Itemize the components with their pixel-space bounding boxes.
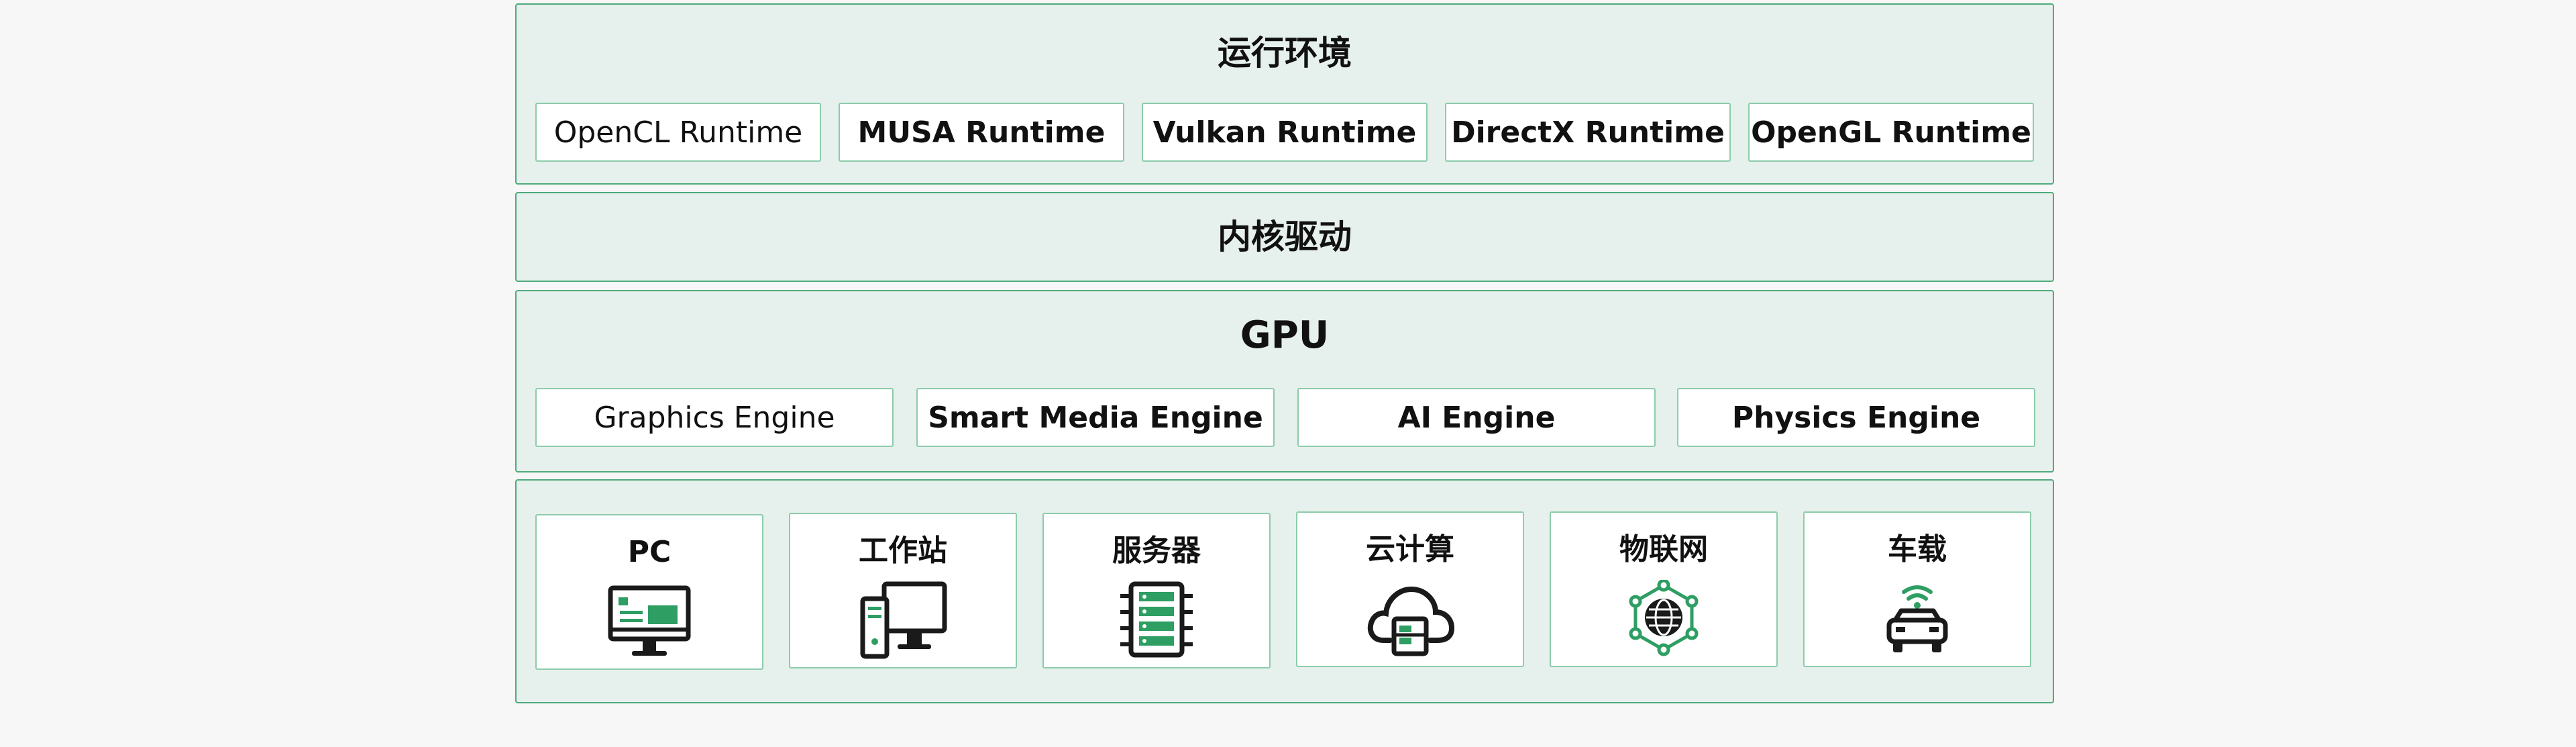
server-icon [1120,581,1193,658]
application-label: PC [627,535,672,569]
gpu-layer: GPU Graphics Engine Smart Media Engine A… [515,290,2054,472]
applications-layer: PC 工作站 [515,479,2054,703]
runtime-layer-title: 运行环境 [1218,34,1352,72]
engine-chip-smart-media: Smart Media Engine [916,388,1275,447]
architecture-diagram: 运行环境 OpenCL Runtime MUSA Runtime Vulkan … [515,0,2054,747]
engine-chip-graphics: Graphics Engine [535,388,894,447]
application-label: 工作站 [859,534,947,568]
application-tile-cloud: 云计算 [1296,511,1524,667]
kernel-driver-title: 内核驱动 [1218,217,1352,256]
iot-icon [1629,580,1699,656]
workstation-icon [860,581,947,659]
application-label: 物联网 [1619,532,1708,566]
runtime-chip-opengl: OpenGL Runtime [1748,103,2034,162]
engine-chip-physics: Physics Engine [1677,388,2035,447]
application-tile-iot: 物联网 [1550,511,1778,667]
application-tile-vehicle: 车载 [1803,511,2031,667]
cloud-icon [1367,586,1455,656]
application-label: 云计算 [1366,532,1454,566]
application-label: 服务器 [1112,534,1201,568]
runtime-chip-opencl: OpenCL Runtime [535,103,821,162]
application-tile-server: 服务器 [1042,513,1271,668]
engine-chip-ai: AI Engine [1297,388,1656,447]
gpu-layer-title: GPU [1240,313,1330,357]
application-label: 车载 [1888,532,1947,566]
runtime-chip-directx: DirectX Runtime [1445,103,1731,162]
monitor-icon [608,585,691,656]
car-icon [1886,585,1948,652]
runtime-chip-vulkan: Vulkan Runtime [1142,103,1428,162]
runtime-chip-musa: MUSA Runtime [839,103,1124,162]
application-tile-workstation: 工作站 [789,513,1017,668]
runtime-layer: 运行环境 OpenCL Runtime MUSA Runtime Vulkan … [515,3,2054,185]
application-tile-pc: PC [535,514,763,670]
kernel-driver-layer: 内核驱动 [515,192,2054,282]
